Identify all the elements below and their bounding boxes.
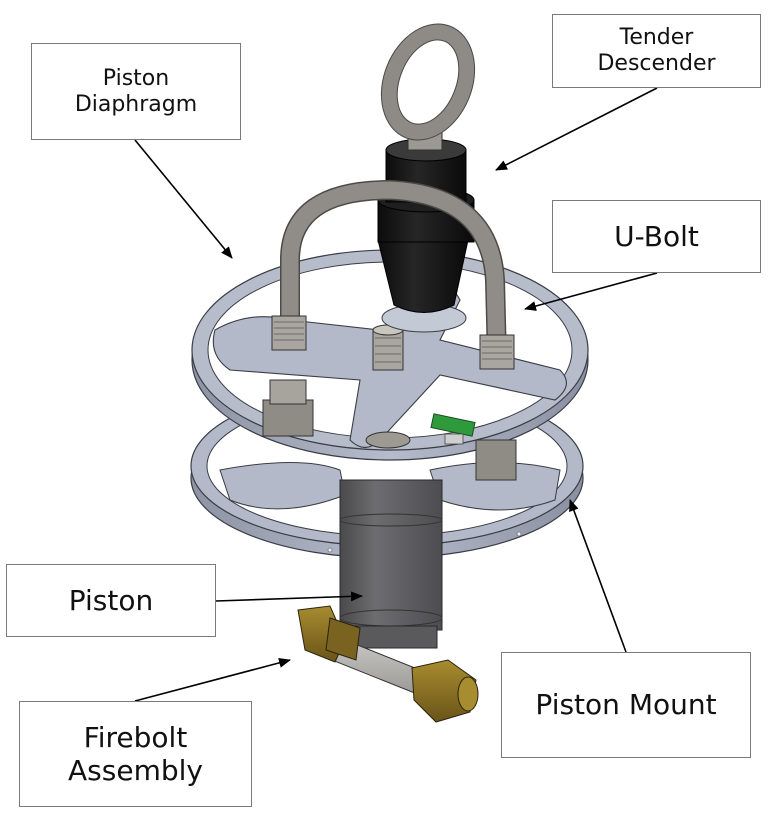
label-piston-diaphragm: Piston Diaphragm [31, 43, 241, 140]
label-line: Piston [102, 65, 170, 91]
center-stud [365, 324, 411, 449]
label-line: Descender [597, 51, 716, 76]
label-line: Piston Mount [535, 688, 717, 722]
arrow-u-bolt [524, 272, 658, 311]
label-line: Firebolt [83, 720, 188, 754]
firebolt-fitting [297, 605, 479, 723]
arrow-piston-diaphragm [134, 139, 233, 259]
label-piston-mount: Piston Mount [501, 652, 751, 758]
hex-nut-right [475, 439, 517, 481]
arrow-firebolt-assembly [134, 657, 291, 702]
label-tender-descender: Tender Descender [552, 14, 761, 88]
arrow-piston-mount [569, 499, 627, 653]
label-line: Tender [619, 25, 694, 51]
u-bolt [271, 179, 515, 370]
label-firebolt-assembly: Firebolt Assembly [19, 701, 252, 807]
label-piston: Piston [6, 564, 216, 637]
arrow-piston [215, 591, 363, 602]
pcb-board [430, 413, 476, 445]
piston-cylinder [339, 479, 443, 649]
label-u-bolt: U-Bolt [552, 200, 761, 273]
label-line: Diaphragm [74, 91, 198, 117]
hex-nut-left [262, 379, 314, 437]
label-line: U-Bolt [614, 219, 699, 253]
label-line: Piston [68, 583, 154, 617]
label-line: Assembly [68, 754, 203, 787]
arrow-tender-descender [495, 87, 658, 171]
